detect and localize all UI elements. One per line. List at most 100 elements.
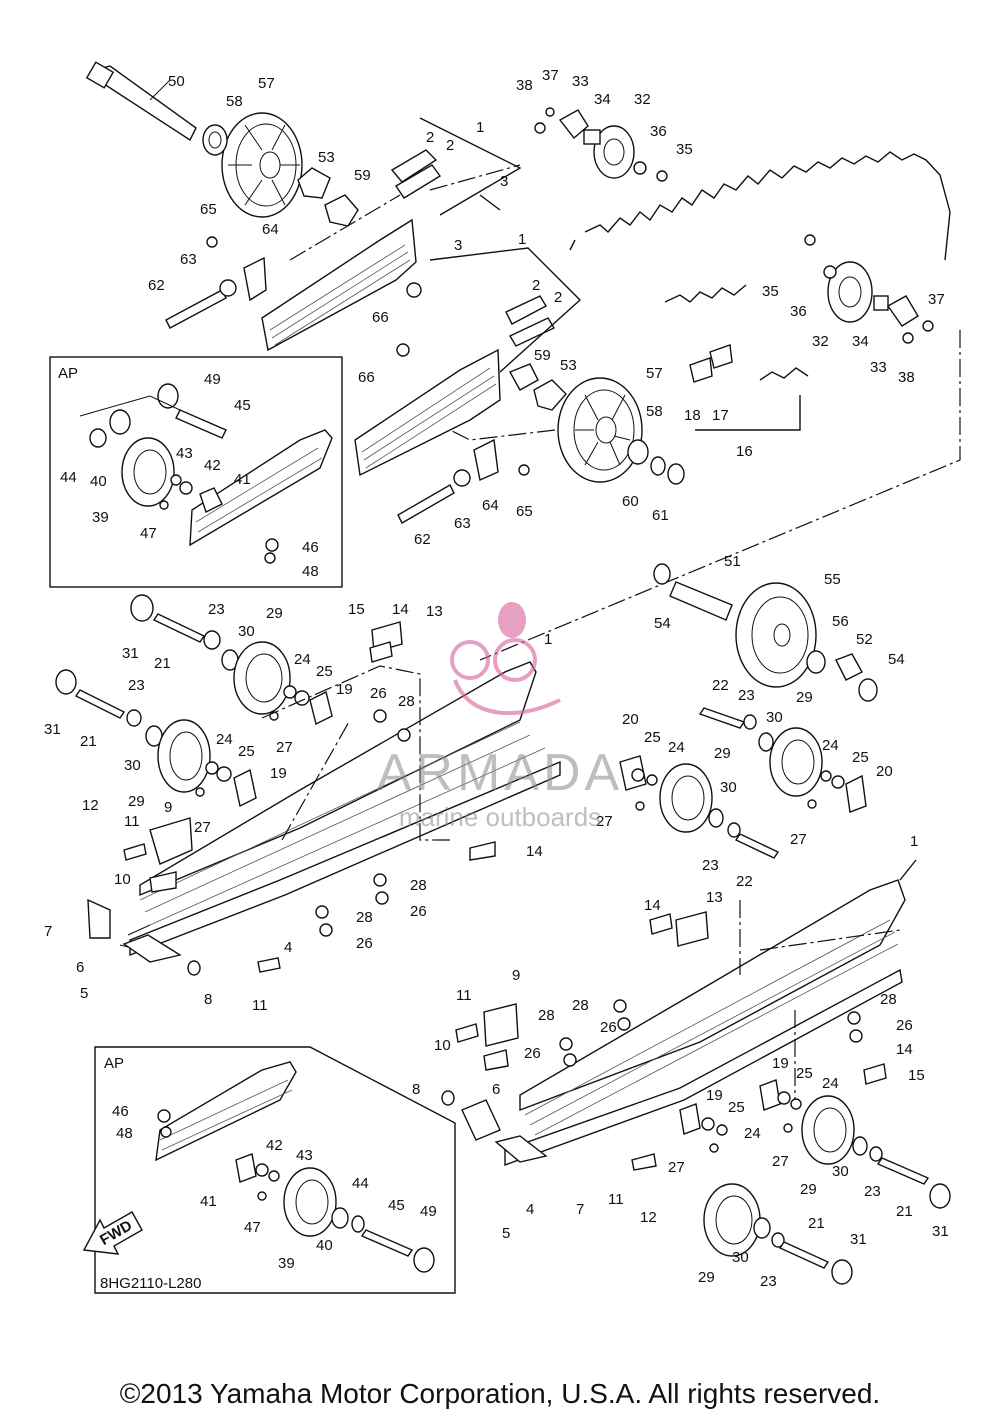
inset-lower-label: AP (104, 1055, 124, 1072)
callout-28c: 28 (356, 909, 373, 926)
callout-61: 61 (652, 507, 669, 524)
block-19c (759, 1079, 781, 1111)
block-19a (309, 690, 333, 726)
callout-41-upper: 41 (234, 471, 251, 488)
callout-23b: 23 (128, 677, 145, 694)
callout-23f: 23 (760, 1273, 777, 1290)
bearing-30e (852, 1136, 868, 1156)
bolt-21b (74, 689, 126, 719)
washer-23a (203, 630, 221, 650)
callout-37-right: 37 (928, 291, 945, 308)
callout-26e: 26 (524, 1045, 541, 1062)
callout-30c: 30 (766, 709, 783, 726)
callout-9a: 9 (164, 799, 172, 816)
callout-31a: 31 (122, 645, 139, 662)
watermark-brand: ARMADA (377, 744, 623, 802)
callout-8a: 8 (204, 991, 212, 1008)
idler-wheel-29d (659, 763, 713, 833)
callout-30f: 30 (732, 1249, 749, 1266)
callout-1-mid: 1 (518, 231, 526, 248)
bearing-56 (806, 650, 826, 674)
callout-55: 55 (824, 571, 841, 588)
nut-26e (563, 1053, 577, 1067)
callout-66-mid: 66 (358, 369, 375, 386)
callout-35-top: 35 (676, 141, 693, 158)
callout-38-top: 38 (516, 77, 533, 94)
callout-17: 17 (712, 407, 729, 424)
callout-40-upper: 40 (90, 473, 107, 490)
callout-41-lower: 41 (200, 1193, 217, 1210)
callout-42-lower: 42 (266, 1137, 283, 1154)
callout-47-lower: 47 (244, 1219, 261, 1236)
callout-24b: 24 (216, 731, 233, 748)
nut-28e (559, 1037, 573, 1051)
slide-rail-mid (354, 348, 501, 477)
wear-bar-end-5b (494, 1135, 548, 1163)
bearing-58-inner (208, 131, 222, 149)
callout-23c: 23 (738, 687, 755, 704)
idler-wheel-29c (769, 727, 823, 797)
bearing-58 (202, 124, 228, 156)
callout-11d: 11 (608, 1191, 624, 1208)
callout-48-lower: 48 (116, 1125, 133, 1142)
track-belt (569, 151, 951, 381)
idler-wheel-top-left (221, 112, 303, 218)
shaft-51 (669, 581, 733, 621)
callout-21c: 21 (896, 1203, 913, 1220)
bearing-30f (753, 1217, 771, 1239)
guide-line-d (281, 719, 351, 841)
callout-20a: 20 (876, 763, 893, 780)
callout-11a: 11 (124, 813, 140, 830)
washer-25d (631, 768, 645, 782)
bearing-58-mid (627, 439, 649, 465)
guide-line-a (479, 330, 961, 661)
nut-26a (373, 709, 387, 723)
callout-29c: 29 (796, 689, 813, 706)
nut-66-mid (396, 343, 410, 357)
callout-27a: 27 (276, 739, 293, 756)
inset-lower-content (155, 1061, 435, 1273)
bolt-21c (876, 1157, 930, 1185)
leader-1-right (899, 859, 917, 881)
callout-43-lower: 43 (296, 1147, 313, 1164)
bolt-27c (807, 799, 817, 809)
slide-rail-right (504, 879, 906, 1166)
guide-line-b (449, 429, 556, 441)
callout-28b: 28 (410, 877, 427, 894)
callout-27b: 27 (194, 819, 211, 836)
inset-upper-label: AP (58, 365, 78, 382)
bolt-62 (165, 289, 227, 329)
callout-10b: 10 (434, 1037, 451, 1054)
callout-1-left: 1 (544, 631, 552, 648)
callout-36-top: 36 (650, 123, 667, 140)
spacer-24c (820, 770, 832, 782)
callout-40-lower: 40 (316, 1237, 333, 1254)
callout-57-mid: 57 (646, 365, 663, 382)
idler-assembly-right (804, 234, 934, 344)
callout-26c: 26 (356, 935, 373, 952)
bolt-65 (206, 236, 218, 248)
end-cap-6b (461, 1099, 501, 1141)
nut-63 (219, 279, 237, 297)
callout-24a: 24 (294, 651, 311, 668)
collar-53 (297, 167, 331, 199)
guide-line-e (739, 900, 901, 1100)
bolt-27b (195, 787, 205, 797)
callout-5a: 5 (80, 985, 88, 1002)
watermark-logo (450, 602, 561, 716)
callout-15b: 15 (908, 1067, 925, 1084)
callout-14d: 14 (896, 1041, 913, 1058)
callout-6b: 6 (492, 1081, 500, 1098)
bolt-22a (698, 707, 746, 729)
callout-32-top: 32 (634, 91, 651, 108)
nut-26f (849, 1029, 863, 1043)
washer-25b (216, 766, 232, 782)
rivet-3-top (479, 194, 501, 211)
collar-53-mid (533, 379, 567, 411)
callout-62-mid: 62 (414, 531, 431, 548)
nut-28c (315, 905, 329, 919)
callout-28f: 28 (880, 991, 897, 1008)
block-20a (845, 774, 867, 813)
callout-49-lower: 49 (420, 1203, 437, 1220)
callout-30a: 30 (238, 623, 255, 640)
